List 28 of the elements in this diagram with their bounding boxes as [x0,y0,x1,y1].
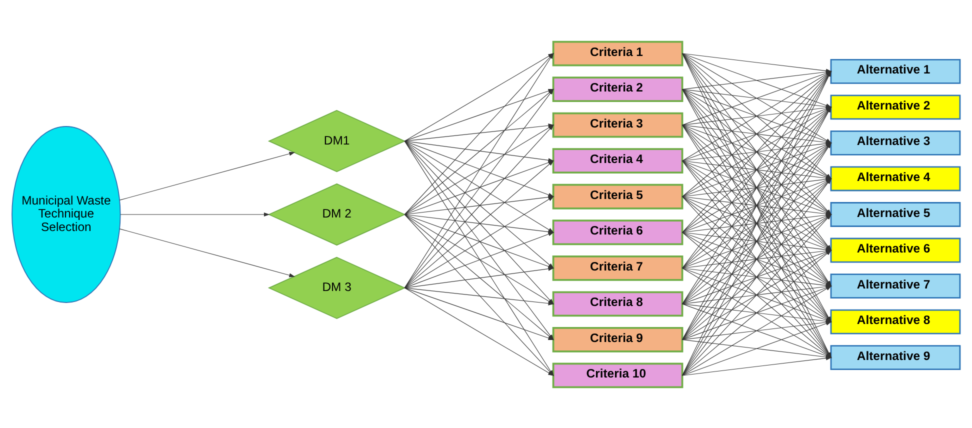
node-box: Alternative 7 [830,273,961,298]
node-box: Criteria 8 [552,290,684,316]
node-ellipse: Municipal Waste Technique Selection [12,126,121,302]
node-box: Criteria 6 [552,219,684,245]
arrow [682,356,832,376]
node-box: Alternative 4 [830,166,961,191]
node-box: Criteria 7 [552,254,684,280]
node-diamond: DM 2 [268,182,406,246]
node-box: Criteria 10 [552,362,684,388]
node-box: Alternative 8 [830,308,961,334]
arrow [120,212,270,216]
node-box: Alternative 3 [830,130,961,155]
node-box: Criteria 2 [552,76,684,102]
arrow [404,266,554,288]
node-box: Alternative 9 [830,344,961,370]
node-box: Criteria 5 [552,183,684,209]
node-box: Alternative 5 [830,202,961,226]
node-box: Criteria 1 [552,40,684,66]
node-box: Criteria 4 [552,148,684,174]
node-box: Criteria 3 [552,112,684,138]
arrow [120,228,296,277]
node-diamond: DM 3 [268,256,406,319]
node-box: Alternative 1 [830,58,961,84]
node-box: Alternative 2 [830,94,961,120]
node-box: Alternative 6 [830,237,961,262]
arrow [120,151,296,200]
node-box: Criteria 9 [552,326,684,352]
node-diamond: DM1 [268,109,406,172]
